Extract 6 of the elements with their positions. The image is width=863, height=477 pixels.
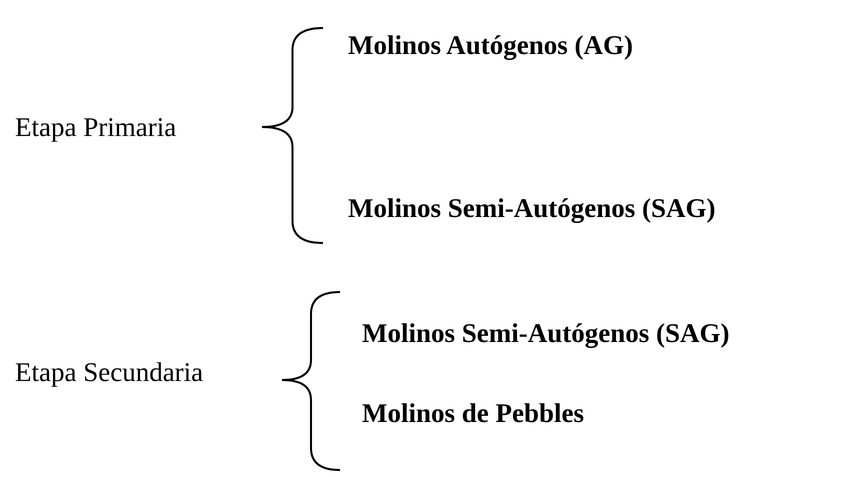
mill-type-label: Molinos de Pebbles xyxy=(362,397,584,429)
mill-type-label: Molinos Semi-Autógenos (SAG) xyxy=(348,192,716,224)
stage-label: Etapa Secundaria xyxy=(15,356,204,388)
mill-type-label: Molinos Semi-Autógenos (SAG) xyxy=(362,317,730,349)
stage-label: Etapa Primaria xyxy=(15,111,176,143)
mill-type-label: Molinos Autógenos (AG) xyxy=(348,29,634,61)
